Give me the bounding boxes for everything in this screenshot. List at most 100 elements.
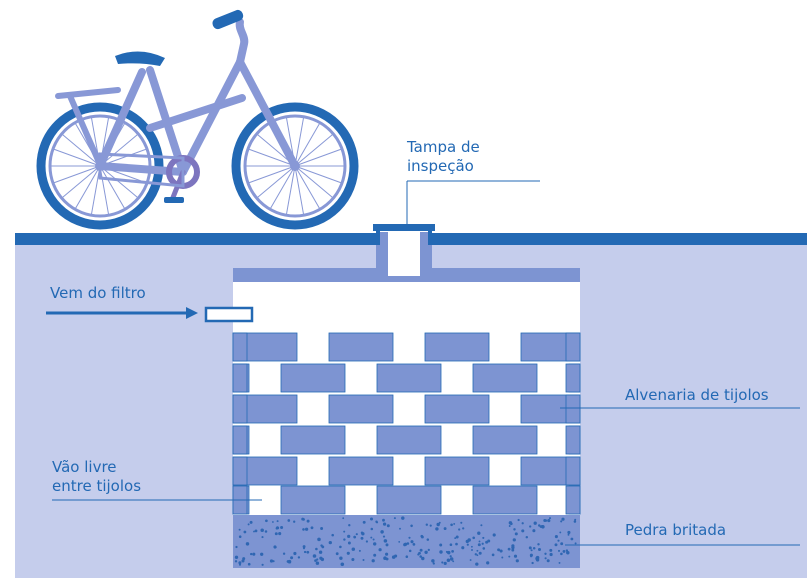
stone bbox=[492, 533, 496, 537]
stone bbox=[351, 557, 355, 562]
stone bbox=[342, 517, 345, 520]
stone bbox=[567, 530, 571, 535]
stone bbox=[561, 517, 565, 521]
stone bbox=[514, 532, 518, 536]
stone bbox=[261, 536, 264, 539]
stone bbox=[238, 561, 242, 565]
stone bbox=[535, 555, 540, 560]
stone bbox=[314, 559, 317, 562]
stone bbox=[534, 522, 537, 525]
stone bbox=[443, 561, 447, 565]
stone bbox=[511, 545, 515, 550]
stone bbox=[254, 529, 258, 533]
stone bbox=[549, 552, 553, 557]
stone bbox=[441, 561, 444, 564]
stone bbox=[532, 547, 536, 550]
stone bbox=[247, 523, 250, 526]
brick bbox=[376, 425, 442, 455]
brick bbox=[328, 332, 394, 362]
stone bbox=[511, 548, 515, 552]
stone bbox=[543, 518, 547, 523]
stone bbox=[410, 524, 413, 528]
stone bbox=[276, 520, 279, 523]
stone bbox=[343, 538, 346, 541]
stone bbox=[238, 528, 241, 531]
brick bbox=[280, 485, 346, 515]
stone bbox=[557, 539, 560, 542]
stone bbox=[429, 524, 432, 527]
stone bbox=[421, 556, 425, 561]
stone bbox=[339, 545, 342, 549]
stone bbox=[567, 533, 570, 536]
stone bbox=[462, 527, 465, 530]
stone bbox=[271, 521, 274, 523]
stone bbox=[438, 521, 441, 524]
stone bbox=[475, 562, 479, 566]
stone bbox=[320, 557, 325, 562]
stone bbox=[461, 546, 465, 550]
stone bbox=[530, 555, 533, 558]
stone bbox=[383, 539, 388, 543]
stone bbox=[525, 535, 529, 539]
stone bbox=[426, 538, 430, 541]
inspection-cover-neck-left bbox=[376, 229, 380, 245]
stone bbox=[362, 558, 365, 562]
brick-edge bbox=[565, 394, 581, 424]
stone bbox=[554, 543, 558, 547]
stone bbox=[562, 549, 566, 553]
stone bbox=[419, 555, 422, 558]
stone bbox=[460, 521, 463, 524]
stone bbox=[470, 545, 473, 548]
wheel-spoke bbox=[52, 165, 101, 184]
stone bbox=[358, 549, 361, 552]
stone bbox=[466, 543, 469, 546]
stone bbox=[465, 539, 469, 544]
stone bbox=[507, 547, 511, 551]
stone bbox=[420, 535, 424, 539]
stone bbox=[318, 550, 323, 554]
stone bbox=[435, 527, 439, 531]
stone bbox=[431, 559, 435, 563]
stone bbox=[335, 552, 339, 556]
stone bbox=[558, 561, 561, 564]
stone bbox=[566, 551, 570, 555]
stone bbox=[261, 563, 264, 566]
wheel-spoke bbox=[294, 165, 305, 216]
stone bbox=[549, 548, 553, 552]
brick bbox=[472, 363, 538, 393]
stone bbox=[321, 545, 325, 549]
stone bbox=[274, 532, 278, 536]
wheel-spoke bbox=[269, 165, 296, 210]
stone bbox=[482, 547, 486, 550]
stone bbox=[382, 522, 387, 526]
stone bbox=[297, 556, 301, 559]
label-gap-between-bricks: Vão livre entre tijolos bbox=[52, 458, 142, 495]
stone bbox=[554, 535, 558, 539]
brick bbox=[424, 456, 490, 486]
wheel-spoke bbox=[52, 148, 101, 167]
stone bbox=[378, 548, 382, 552]
stone bbox=[370, 527, 374, 531]
wheel-spoke bbox=[256, 165, 296, 199]
stone bbox=[410, 540, 414, 544]
stone bbox=[385, 552, 389, 556]
label-brick-masonry: Alvenaria de tijolos bbox=[625, 386, 769, 404]
wheel-spoke bbox=[74, 165, 101, 210]
wheel-spoke bbox=[61, 165, 101, 199]
stone bbox=[425, 523, 428, 526]
crushed-stone-layer bbox=[233, 515, 580, 568]
stone bbox=[380, 530, 384, 534]
stone bbox=[373, 553, 377, 557]
stone bbox=[501, 556, 504, 559]
brick-edge bbox=[232, 425, 248, 455]
stone bbox=[408, 549, 412, 553]
stone bbox=[250, 552, 253, 556]
stone bbox=[406, 542, 410, 545]
stone bbox=[360, 531, 364, 535]
stone bbox=[452, 560, 455, 563]
ground-surface-right bbox=[432, 233, 807, 245]
wheel-spoke bbox=[294, 133, 334, 167]
stone bbox=[370, 536, 373, 539]
stone bbox=[280, 525, 284, 530]
